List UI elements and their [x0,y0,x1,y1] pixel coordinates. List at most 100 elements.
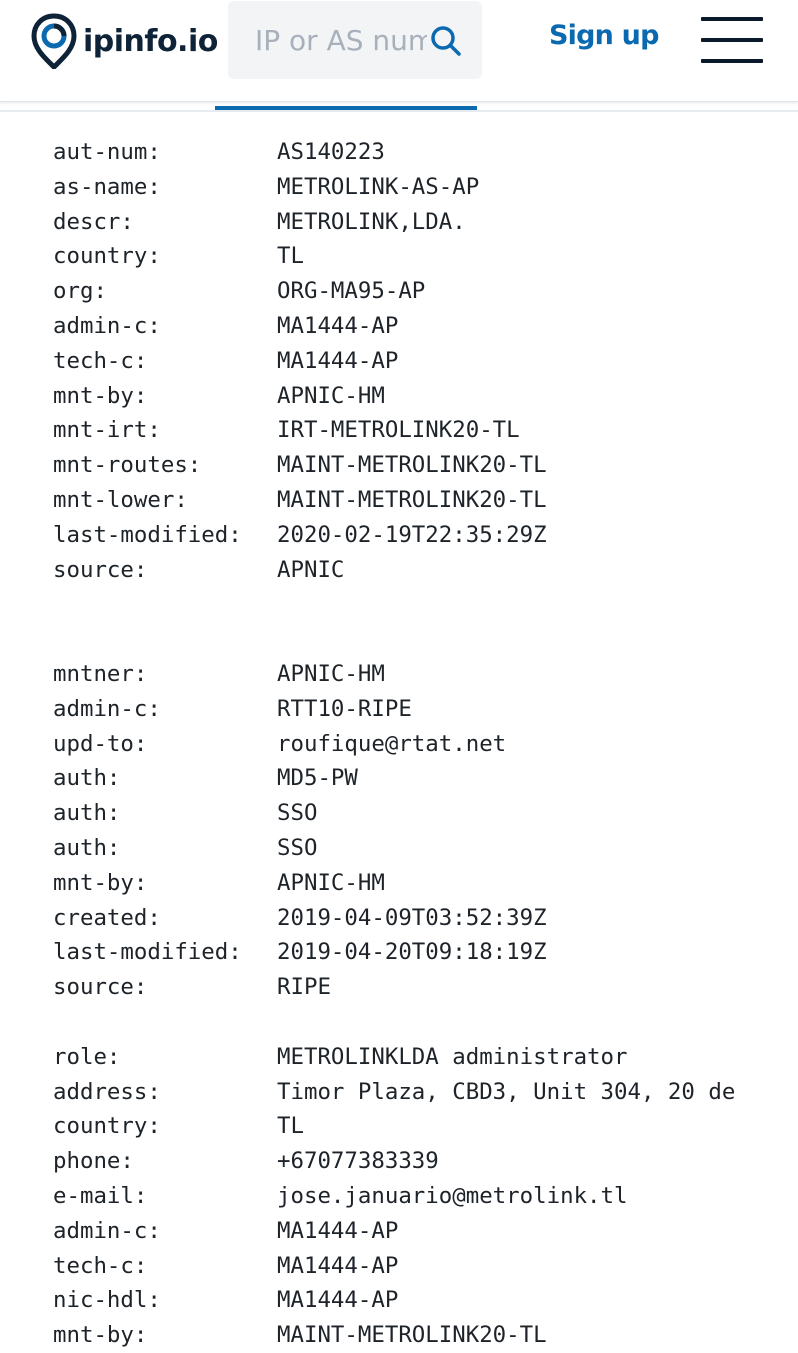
whois-row: last-modified:2020-02-19T22:35:29Z [53,518,745,553]
whois-row: country:TL [53,239,745,274]
whois-value: Timor Plaza, CBD3, Unit 304, 20 de [277,1078,736,1105]
whois-value: 2019-04-09T03:52:39Z [277,904,547,931]
whois-key: phone: [53,1148,134,1175]
whois-row: nic-hdl: MA1444-AP [53,1283,745,1318]
whois-value: MAINT-METROLINK20-TL [277,486,547,513]
menu-bar-line [701,59,763,63]
active-tab-indicator [215,106,477,110]
whois-key: admin-c: [53,312,161,339]
whois-value: MD5-PW [277,765,358,792]
whois-value: RTT10-RIPE [277,695,412,722]
search-icon[interactable] [430,25,462,57]
whois-value: TL [277,1113,304,1140]
whois-key: aut-num: [53,139,161,165]
whois-key: e-mail: [53,1182,148,1209]
whois-value: jose.januario@metrolink.tl [277,1182,628,1209]
whois-row: admin-c:RTT10-RIPE [53,692,745,727]
whois-value: TL [277,243,304,270]
whois-value: ORG-MA95-AP [277,278,426,305]
whois-key: last-modified: [53,939,242,966]
whois-key: mnt-by: [53,869,148,896]
whois-row: org:ORG-MA95-AP [53,274,745,309]
whois-row: mntner: APNIC-HM [53,657,745,692]
whois-value: MA1444-AP [277,1287,399,1314]
whois-key: upd-to: [53,730,148,757]
whois-value: MAINT-METROLINK20-TL [277,1322,547,1349]
whois-row: auth:SSO [53,831,745,866]
whois-key: mnt-by: [53,382,148,409]
whois-value: +67077383339 [277,1148,439,1175]
whois-row: mnt-by:APNIC-HM [53,379,745,414]
whois-value: 2019-04-20T09:18:19Z [277,939,547,966]
whois-key: address: [53,1078,161,1105]
whois-row: country: TL [53,1109,745,1144]
sign-up-link[interactable]: Sign up [549,20,659,51]
whois-row: admin-c: MA1444-AP [53,1214,745,1249]
whois-value: roufique@rtat.net [277,730,507,757]
whois-row: descr: METROLINK,LDA. [53,205,745,240]
ipinfo-logo-link[interactable]: ipinfo.io [31,13,218,69]
whois-key: auth: [53,800,121,827]
whois-row: address: Timor Plaza, CBD3, Unit 304, 20 … [53,1075,745,1110]
whois-key: mnt-routes: [53,452,202,479]
whois-key: nic-hdl: [53,1287,161,1314]
header-divider [0,110,798,112]
whois-row: auth: SSO [53,796,745,831]
whois-row: phone: +67077383339 [53,1144,745,1179]
whois-value: SSO [277,800,318,827]
whois-key: as-name: [53,173,161,200]
whois-row: mnt-lower: MAINT-METROLINK20-TL [53,483,745,518]
top-nav-bar: ipinfo.io Sign up [0,0,798,102]
search-box[interactable] [228,1,482,79]
whois-value: MAINT-METROLINK20-TL [277,452,547,479]
whois-key: descr: [53,208,134,235]
whois-row: mnt-by: MAINT-METROLINK20-TL [53,1318,745,1353]
whois-value: MA1444-AP [277,1217,399,1244]
block-spacer [53,587,745,657]
whois-value: RIPE [277,974,331,1001]
whois-value: MA1444-AP [277,347,399,374]
whois-key: source: [53,974,148,1001]
whois-record: aut-num: AS140223 as-name: METROLINK-AS-AP… [53,135,745,1353]
whois-key: mnt-lower: [53,486,188,513]
whois-key: source: [53,556,148,583]
whois-value: MA1444-AP [277,312,399,339]
whois-row: e-mail: jose.januario@metrolink.tl [53,1179,745,1214]
whois-key: tech-c: [53,1252,148,1279]
whois-value: APNIC-HM [277,660,385,687]
whois-row: aut-num: AS140223 [53,135,745,170]
whois-value: APNIC-HM [277,869,385,896]
whois-row: auth: MD5-PW [53,761,745,796]
menu-bar-line [701,38,763,42]
whois-row: mnt-routes: MAINT-METROLINK20-TL [53,448,745,483]
whois-key: mnt-by: [53,1322,148,1349]
search-input[interactable] [255,23,427,57]
whois-row: tech-c:MA1444-AP [53,344,745,379]
whois-value: METROLINK-AS-AP [277,173,480,200]
whois-value: METROLINK,LDA. [277,208,466,235]
whois-key: mntner: [53,660,148,687]
whois-row: admin-c: MA1444-AP [53,309,745,344]
whois-row: mnt-by: APNIC-HM [53,866,745,901]
whois-value: AS140223 [277,139,385,165]
map-pin-logo-icon [31,13,77,69]
whois-key: mnt-irt: [53,417,161,444]
whois-row: source: RIPE [53,970,745,1005]
whois-key: created: [53,904,161,931]
whois-key: role: [53,1043,121,1070]
whois-key: last-modified: [53,521,242,548]
menu-bar-line [701,17,763,21]
whois-row: last-modified: 2019-04-20T09:18:19Z [53,935,745,970]
whois-key: country: [53,1113,161,1140]
whois-row: upd-to: roufique@rtat.net [53,727,745,762]
whois-value: MA1444-AP [277,1252,399,1279]
whois-key: auth: [53,765,121,792]
whois-row: role:METROLINKLDA administrator [53,1040,745,1075]
whois-row: tech-c: MA1444-AP [53,1249,745,1284]
whois-row: source:APNIC [53,553,745,588]
whois-row: mnt-irt:IRT-METROLINK20-TL [53,413,745,448]
hamburger-menu-icon[interactable] [701,17,763,63]
logo-text: ipinfo.io [83,23,218,59]
whois-row: created: 2019-04-09T03:52:39Z [53,901,745,936]
whois-key: admin-c: [53,1217,161,1244]
